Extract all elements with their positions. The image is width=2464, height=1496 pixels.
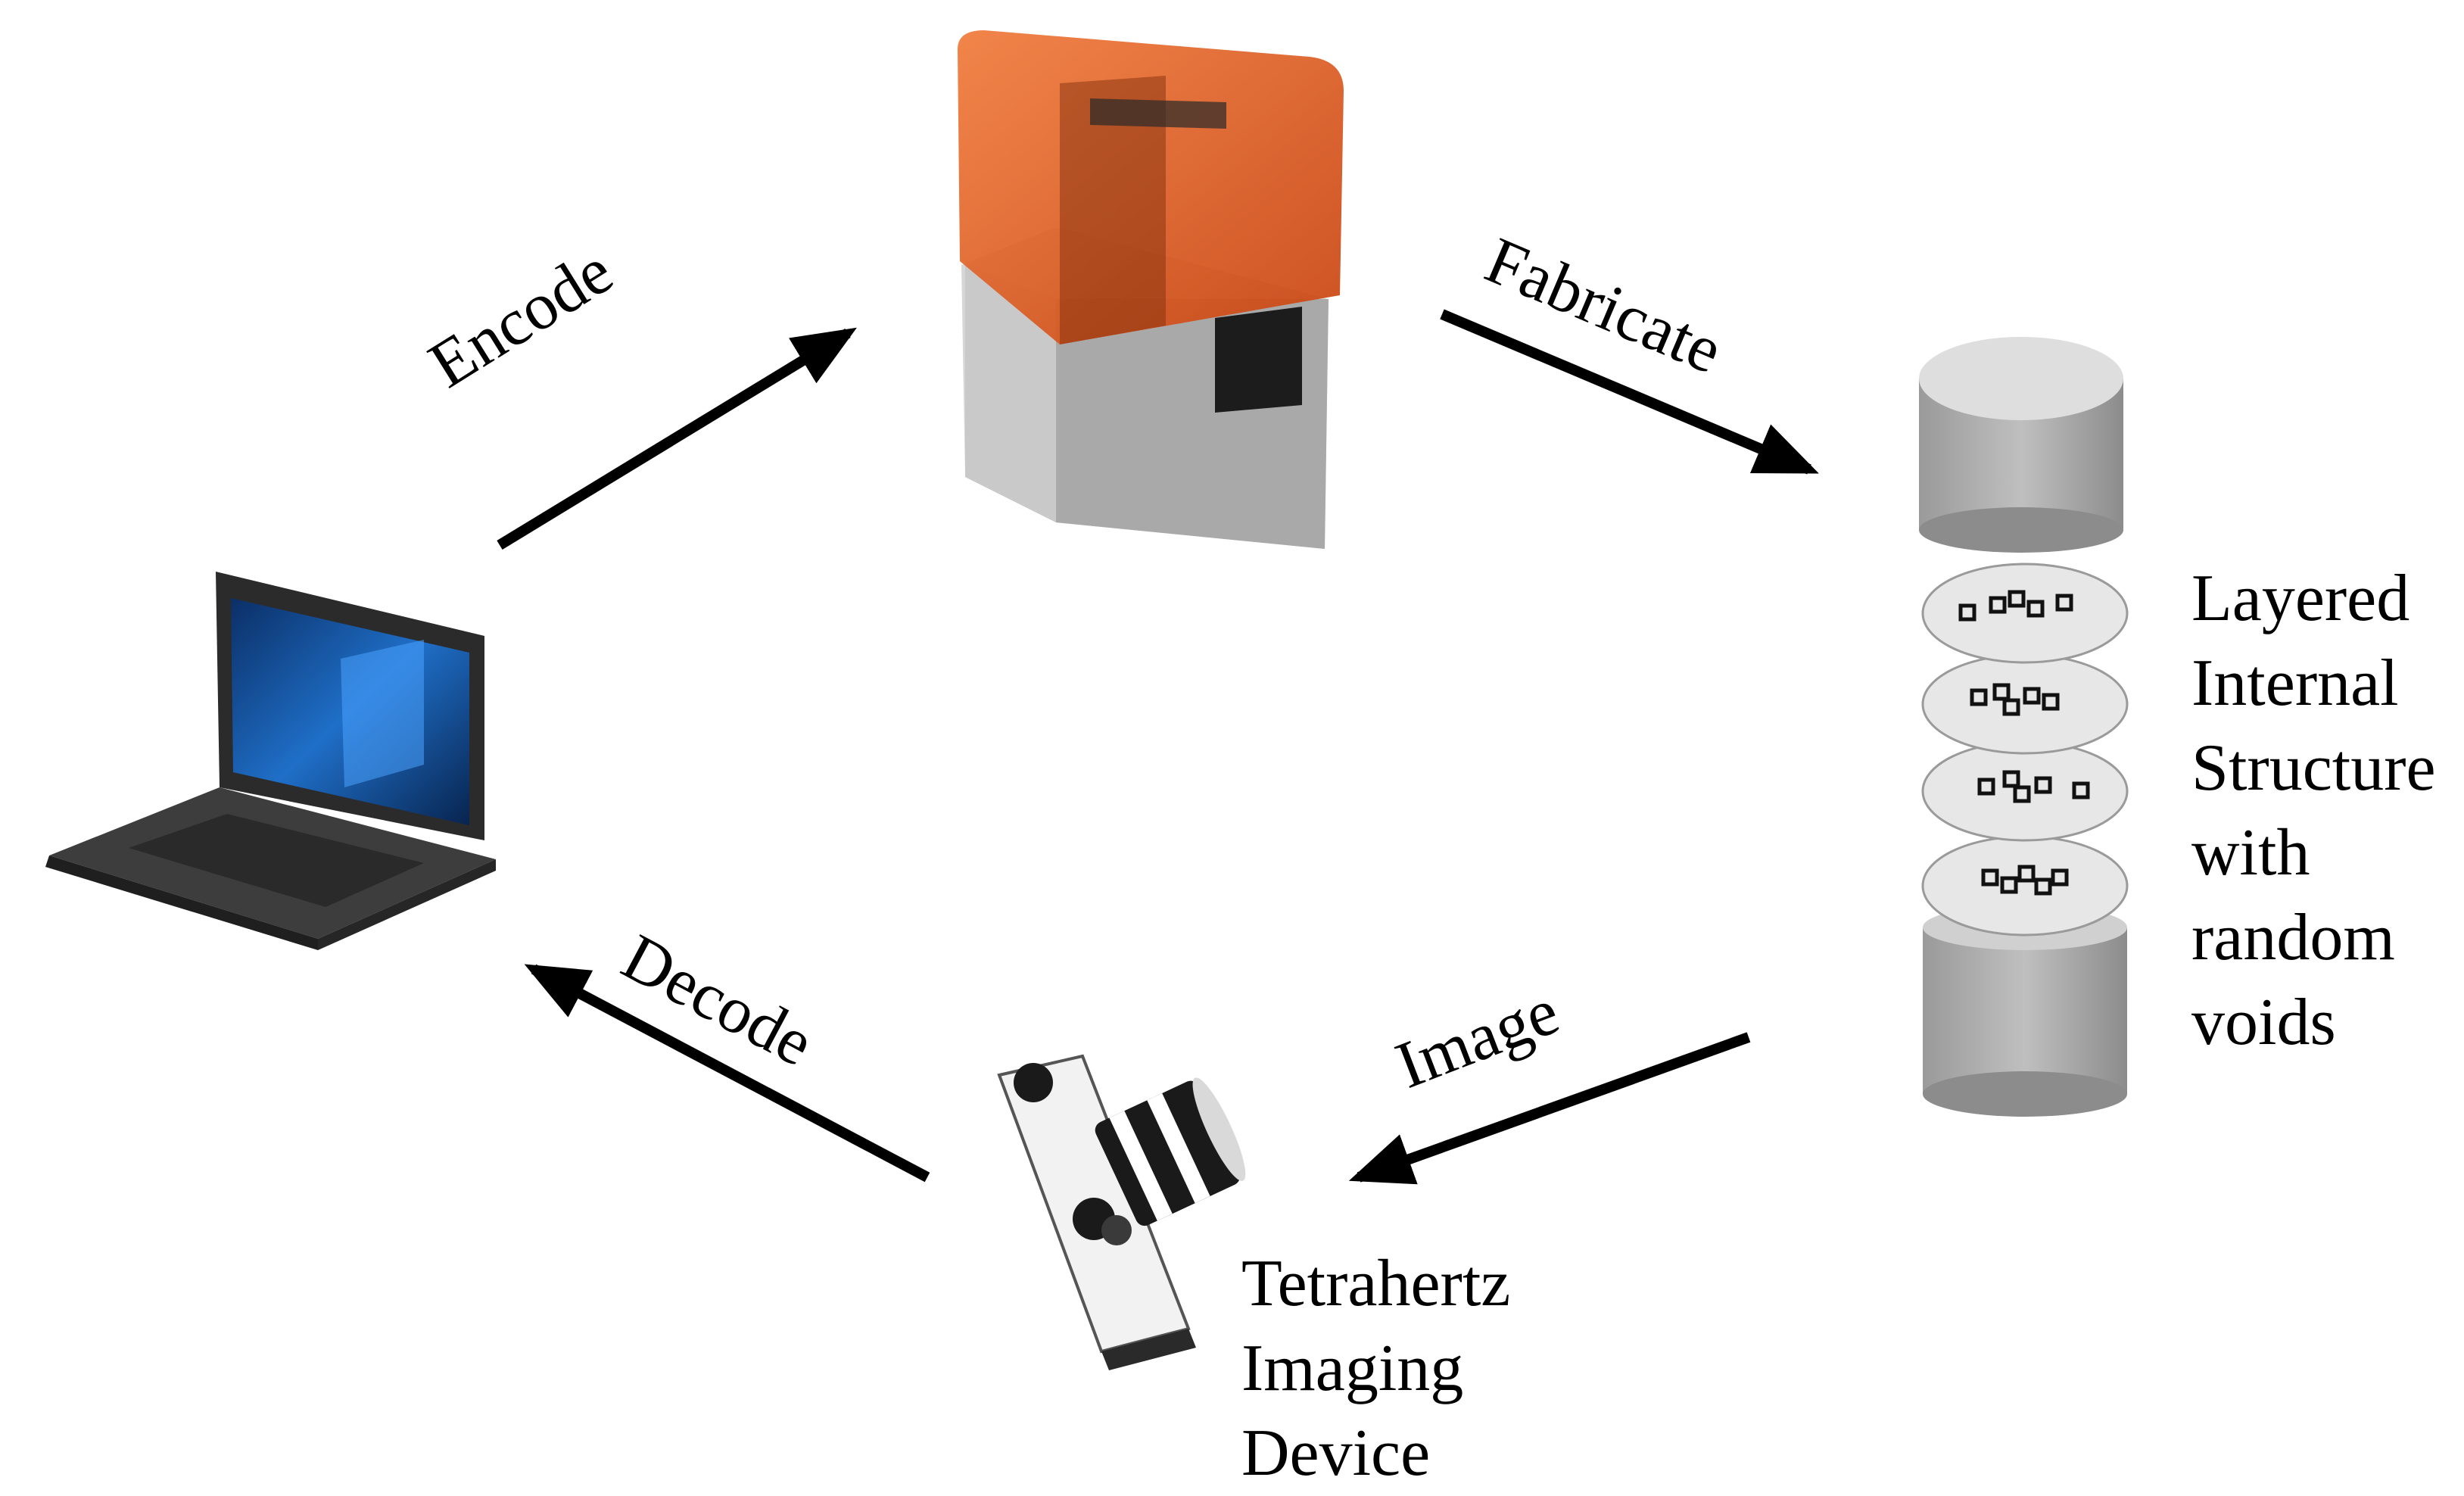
device-line: Device: [1241, 1417, 1431, 1490]
device-description: Tetrahertz Imaging Device: [1241, 1242, 1510, 1496]
cylinder-layer: [1921, 653, 2129, 755]
cylinder-layer: [1921, 563, 2129, 664]
structure-line: Internal: [2191, 647, 2399, 720]
encode-arrow: [497, 327, 857, 550]
cylinder-layer: [1921, 740, 2129, 842]
3d-printer-icon: [958, 30, 1344, 549]
structure-line: Structure: [2191, 731, 2436, 805]
structure-description: Layered Internal Structure with random v…: [2191, 556, 2436, 1065]
structure-line: voids: [2191, 986, 2336, 1059]
structure-line: with: [2191, 816, 2310, 890]
decode-arrow: [524, 964, 930, 1183]
structure-line: Layered: [2191, 562, 2410, 635]
camera-icon: [997, 1054, 1246, 1370]
fabricate-arrow: [1440, 309, 1819, 475]
device-line: Tetrahertz: [1241, 1247, 1511, 1320]
cylinder-layer: [1921, 835, 2129, 937]
layered-cylinder-icon: [1919, 337, 2129, 1117]
device-line: Imaging: [1241, 1332, 1464, 1405]
image-arrow: [1348, 1032, 1751, 1185]
laptop-icon: [45, 572, 496, 950]
structure-line: random: [2191, 901, 2395, 974]
